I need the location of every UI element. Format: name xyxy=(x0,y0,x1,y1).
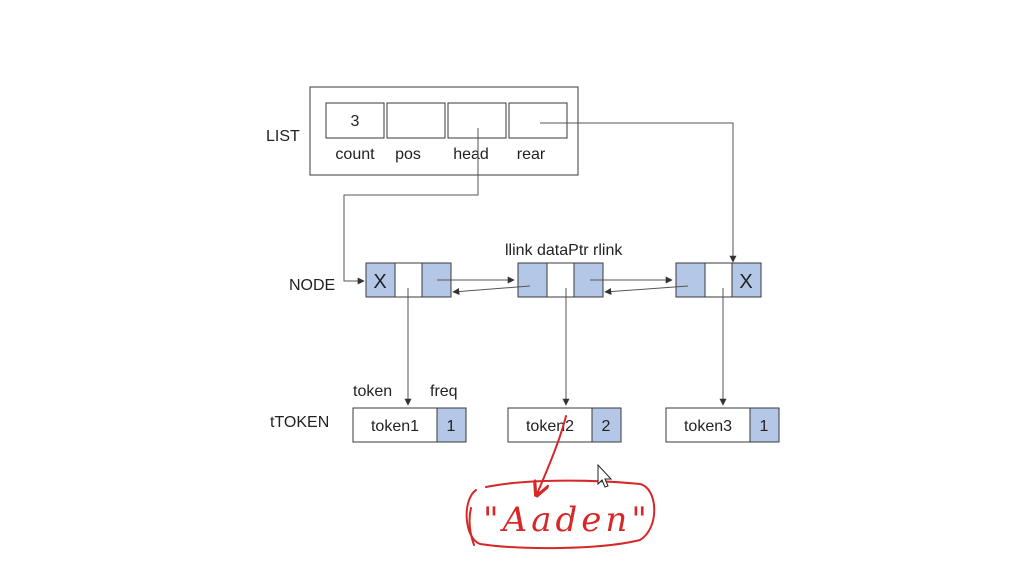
node-3-llink xyxy=(675,262,706,298)
list-field-count: count xyxy=(335,146,375,163)
token-2-name: token2 xyxy=(526,418,574,435)
node-3-null-marker: X xyxy=(739,271,752,293)
list-rear-cell xyxy=(508,102,568,139)
list-count-value: 3 xyxy=(351,113,360,130)
annotation-circle xyxy=(465,479,656,550)
token-col-freq: freq xyxy=(430,383,458,400)
node-field-caption: llink dataPtr rlink xyxy=(505,242,623,259)
token-1-freq: 1 xyxy=(447,418,456,435)
annotation-bracket xyxy=(468,507,475,546)
token-col-token: token xyxy=(353,383,392,400)
list-head-cell xyxy=(447,102,507,139)
node-1: X xyxy=(365,262,452,298)
handwritten-annotation: "Aaden" xyxy=(465,415,656,550)
rear-pointer-arrow xyxy=(540,122,737,263)
token-1-freq-cell xyxy=(436,407,467,443)
annotation-text: "Aaden" xyxy=(483,500,651,540)
token-3-freq: 1 xyxy=(760,418,769,435)
node-label: NODE xyxy=(289,277,335,294)
token-2-freq-cell xyxy=(591,407,622,443)
token-2-freq: 2 xyxy=(602,418,611,435)
token-1: token1 1 xyxy=(352,407,467,443)
list-field-pos: pos xyxy=(395,146,421,163)
token-3-name: token3 xyxy=(684,418,732,435)
node-3-dataptr xyxy=(704,262,733,298)
token-1-name-cell xyxy=(352,407,438,443)
head-pointer-arrow xyxy=(343,128,479,285)
token-1-name: token1 xyxy=(371,418,419,435)
node-1-llink xyxy=(365,262,396,298)
node-1-null-marker: X xyxy=(373,271,386,293)
node-3: X xyxy=(675,262,762,298)
list-field-rear: rear xyxy=(517,146,546,163)
node-2-to-1-arrow xyxy=(452,285,531,295)
token-3-freq-cell xyxy=(749,407,780,443)
list-count-cell xyxy=(325,102,385,139)
mouse-cursor-icon xyxy=(597,463,613,488)
list-label: LIST xyxy=(266,128,300,145)
node-2-llink xyxy=(517,262,548,298)
node-3-to-2-arrow xyxy=(604,285,689,296)
token-label: tTOKEN xyxy=(270,414,329,431)
node-2-dataptr xyxy=(546,262,575,298)
token-2-name-cell xyxy=(507,407,593,443)
list-pos-cell xyxy=(386,102,446,139)
node-3-rlink xyxy=(731,262,762,298)
annotation-arrow xyxy=(537,415,567,494)
list-field-head: head xyxy=(453,146,489,163)
token-3: token3 1 xyxy=(665,407,780,443)
